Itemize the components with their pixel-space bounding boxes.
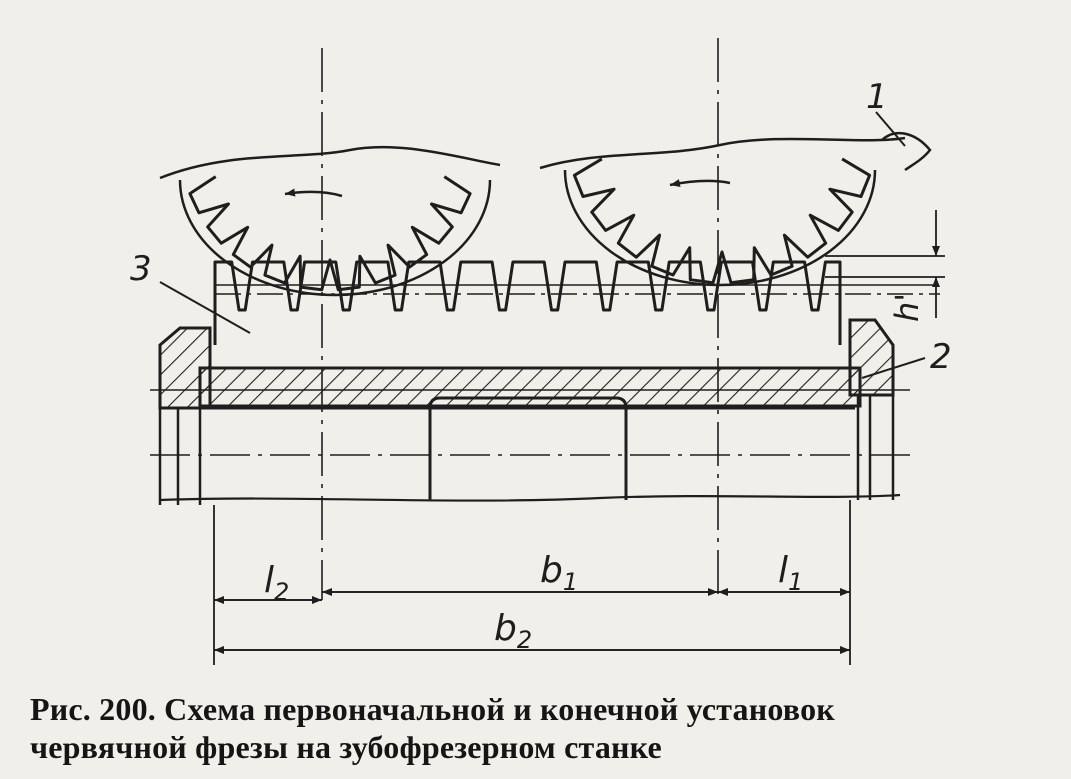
hob-cutter xyxy=(213,260,940,345)
label-height: h' xyxy=(888,293,926,322)
label-gear: 1 xyxy=(866,77,888,117)
length-dimensions xyxy=(213,500,851,665)
label-l2: l2 xyxy=(264,560,289,606)
figure-caption: Рис. 200. Схема первоначальной и конечно… xyxy=(30,690,1050,766)
gear-left xyxy=(159,145,501,297)
leader-lines xyxy=(159,111,926,379)
rotation-arrow-right xyxy=(669,179,731,187)
centre-lines xyxy=(321,38,719,600)
caption-line-1: Рис. 200. Схема первоначальной и конечно… xyxy=(30,691,835,727)
label-shaft: 2 xyxy=(930,337,952,377)
caption-line-2: червячной фрезы на зубофрезерном станке xyxy=(30,729,662,765)
label-b1: b1 xyxy=(540,550,578,596)
height-dimension xyxy=(825,210,945,318)
rotation-arrow-left xyxy=(284,188,343,198)
mandrel-shaft xyxy=(150,318,912,505)
hob-setup-diagram: 1 2 3 h' l2 b1 l1 b2 xyxy=(130,38,952,665)
label-b2: b2 xyxy=(494,608,532,654)
label-hob: 3 xyxy=(130,249,152,289)
label-l1: l1 xyxy=(778,550,803,596)
